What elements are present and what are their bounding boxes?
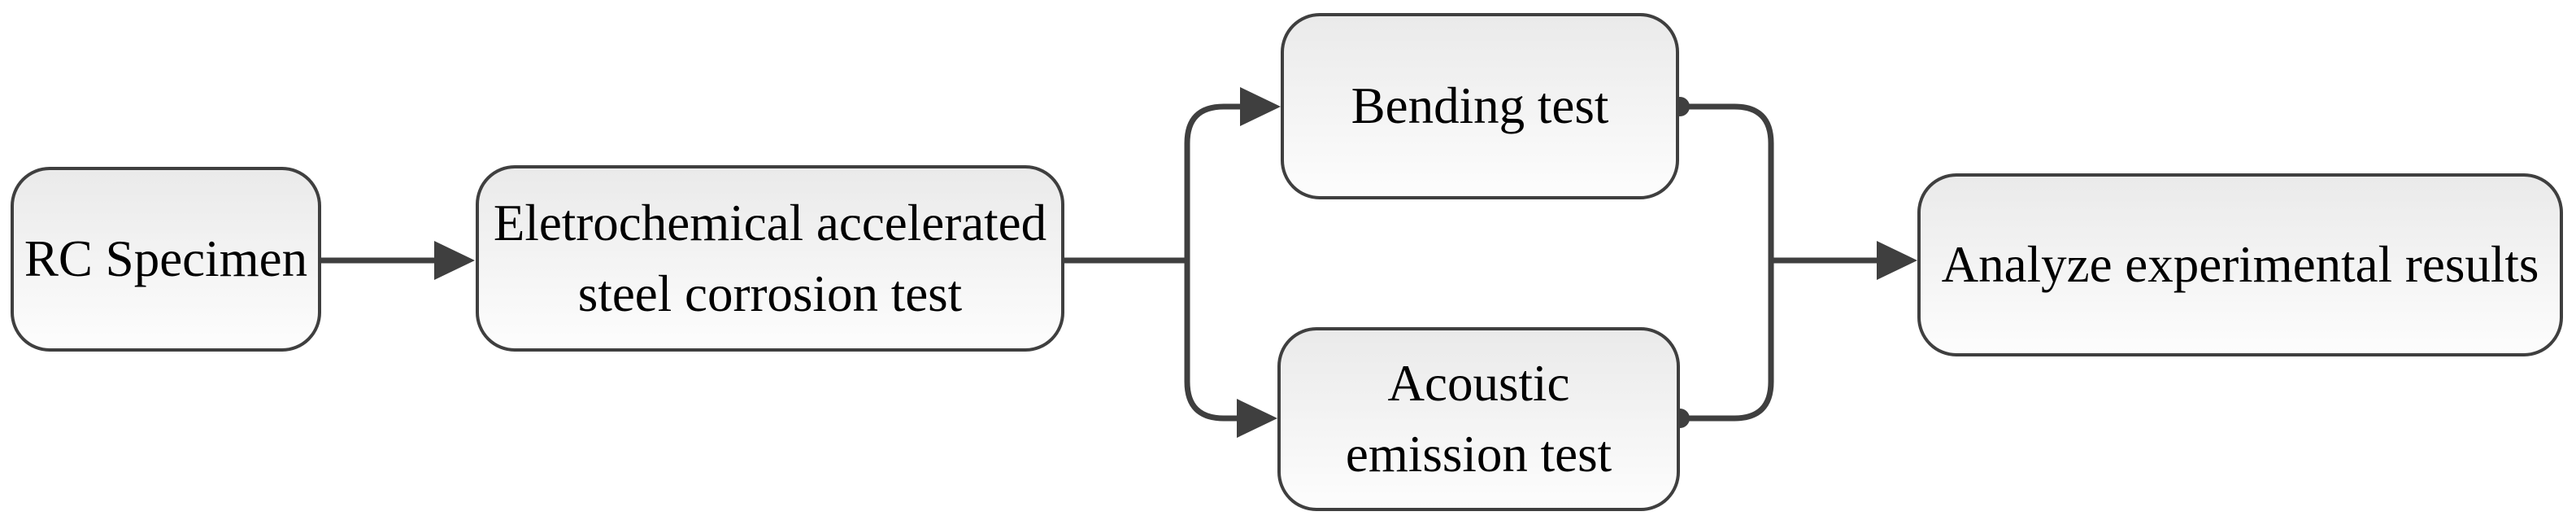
node-label-line: RC Specimen [24,230,308,288]
node-label-line: Analyze experimental results [1941,236,2539,294]
arrowhead-into-corrosion [434,241,475,280]
node-acoustic-emission-test-label: Acoustic emission test [1346,348,1612,490]
node-bending-test-label: Bending test [1351,71,1609,142]
node-acoustic-emission-test: Acoustic emission test [1277,327,1680,511]
node-label-line: steel corrosion test [577,264,963,322]
node-rc-specimen-label: RC Specimen [24,224,307,295]
node-bending-test: Bending test [1281,13,1679,199]
node-rc-specimen: RC Specimen [11,167,321,352]
arrowhead-into-bending [1240,87,1281,126]
node-corrosion-test-label: Eletrochemical accelerated steel corrosi… [494,188,1046,330]
node-analyze-results: Analyze experimental results [1917,173,2563,356]
edge-merge-bracket [1680,103,1774,422]
node-analyze-results-label: Analyze experimental results [1942,230,2539,300]
arrowhead-into-analyze [1877,241,1917,280]
edge-junction-to-acoustic [1184,260,1240,422]
arrowhead-into-acoustic [1237,399,1277,438]
node-label-line: emission test [1345,426,1612,483]
node-label-line: Bending test [1351,77,1609,135]
node-corrosion-test: Eletrochemical accelerated steel corrosi… [476,165,1064,352]
edge-junction-to-bending [1184,103,1243,260]
node-label-line: Eletrochemical accelerated [493,194,1047,251]
node-label-line: Acoustic [1387,355,1570,413]
